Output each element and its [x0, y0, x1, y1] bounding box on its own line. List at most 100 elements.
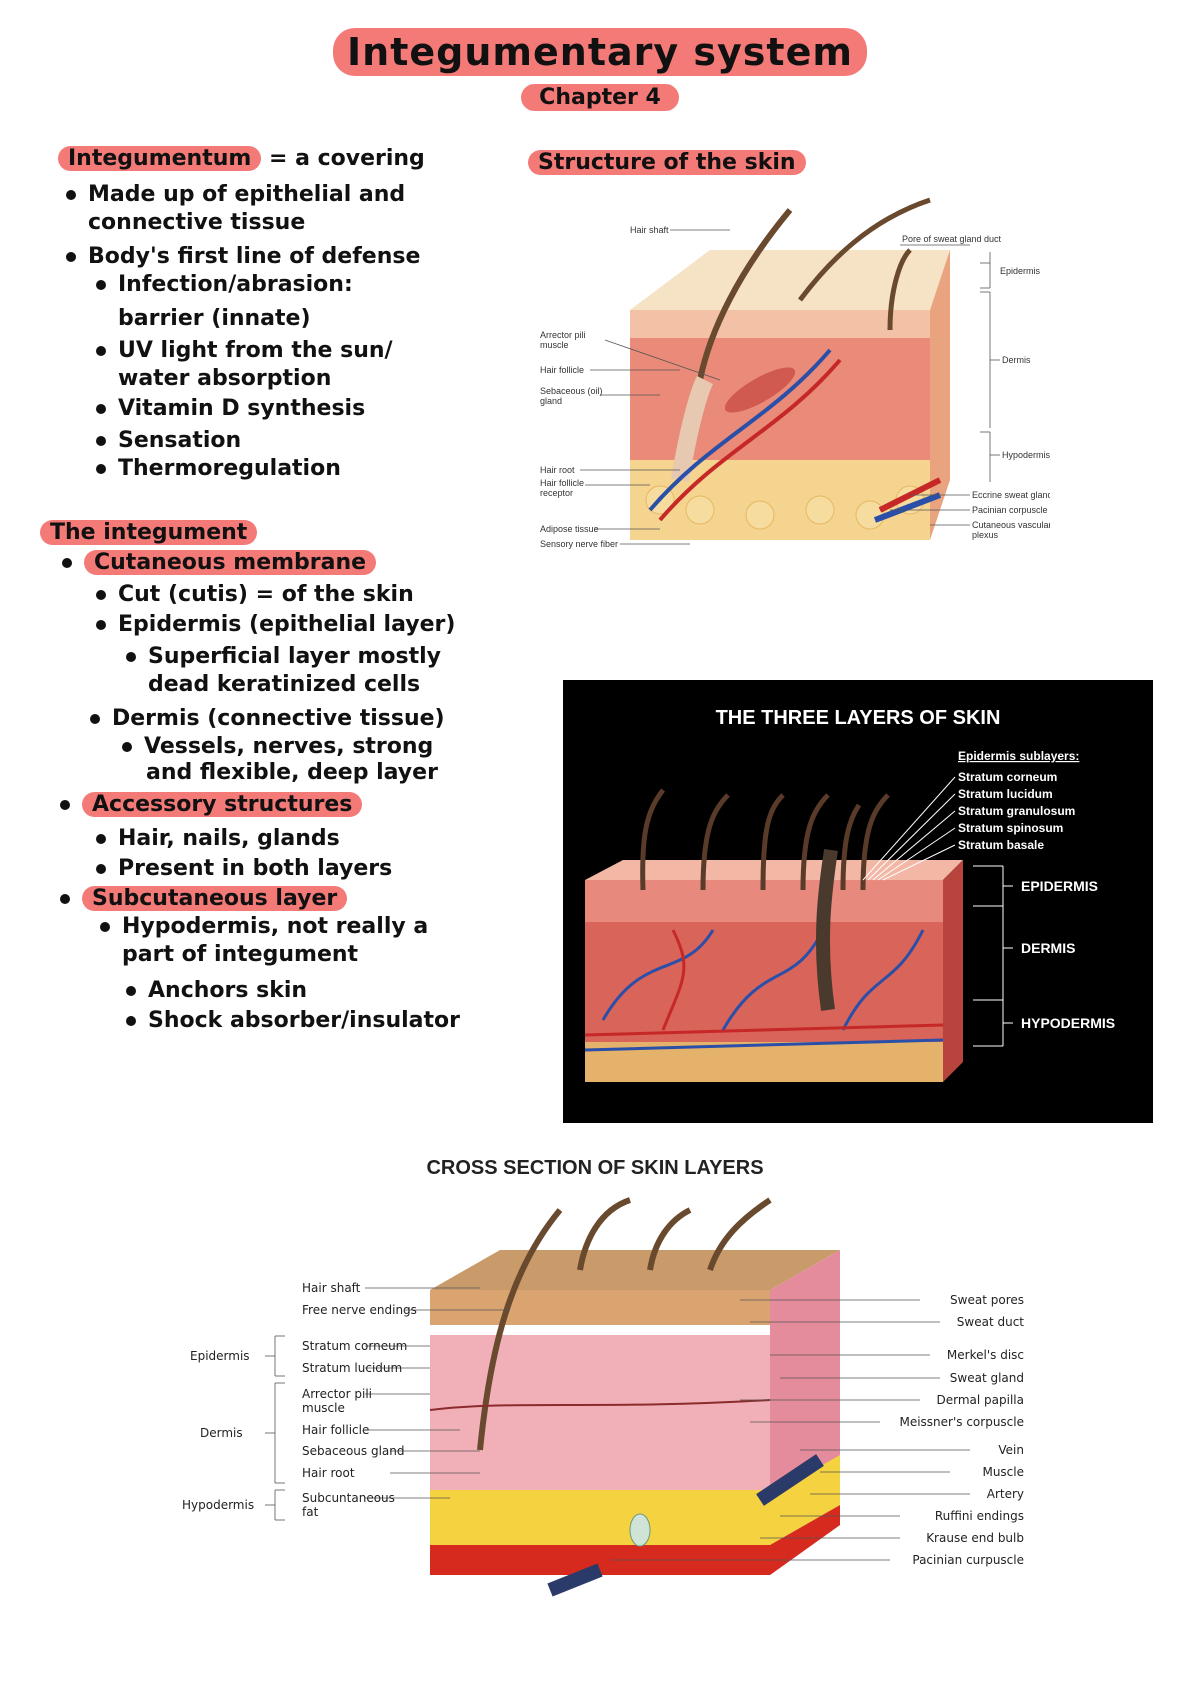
integumentum-definition: Integumentum = a covering	[58, 144, 425, 174]
fig2-sublayer: Stratum lucidum	[958, 787, 1053, 801]
note-text: Subcutaneous layer	[82, 886, 348, 911]
fig1-label: Hair root	[540, 465, 575, 475]
note-text: water absorption	[118, 366, 332, 391]
note-line: Dermis (connective tissue)	[90, 704, 445, 734]
note-line: Anchors skin	[126, 976, 307, 1006]
fig1-label: Arrector pili	[540, 330, 586, 340]
fig3-label: Vein	[998, 1443, 1024, 1457]
fig3-label: Dermal papilla	[937, 1393, 1024, 1407]
fig2-sub-heading: Epidermis sublayers:	[958, 749, 1079, 763]
note-text: Body's first line of defense	[88, 244, 421, 269]
fig3-label: Subcuntaneous	[302, 1491, 395, 1505]
note-line: Cutaneous membrane	[62, 548, 377, 578]
note-text: Cutaneous membrane	[84, 550, 377, 575]
fig3-label: Artery	[987, 1487, 1024, 1501]
fig1-label: plexus	[972, 530, 999, 540]
note-text: Present in both layers	[118, 856, 393, 881]
fig3-title: CROSS SECTION OF SKIN LAYERS	[426, 1157, 763, 1179]
note-line: Sensation	[96, 426, 241, 456]
fig1-label: Hair shaft	[630, 225, 669, 235]
note-line: Thermoregulation	[96, 454, 341, 484]
fig3-label: Hair root	[302, 1466, 355, 1480]
note-text: Anchors skin	[148, 978, 308, 1003]
fig3-group: Epidermis	[190, 1349, 250, 1363]
fig1-label: Dermis	[1002, 355, 1031, 365]
fig3-label: Stratum lucidum	[302, 1361, 402, 1375]
fig2-sublayer: Stratum basale	[958, 838, 1044, 852]
note-text: UV light from the sun/	[118, 338, 393, 363]
note-text: barrier (innate)	[118, 306, 311, 331]
note-text: Epidermis (epithelial layer)	[118, 612, 456, 637]
fig1-label: Sensory nerve fiber	[540, 539, 618, 549]
fig3-label: fat	[302, 1505, 319, 1519]
fig1-label: muscle	[540, 340, 569, 350]
three-layers-illustration: THE THREE LAYERS OF SKIN Epidermis subla…	[584, 707, 1115, 1082]
note-line: part of integument	[122, 940, 358, 970]
note-line: Cut (cutis) = of the skin	[96, 580, 414, 610]
fig3-label: Muscle	[982, 1465, 1024, 1479]
fig3-label: Sebaceous gland	[302, 1444, 405, 1458]
fig3-label: Meissner's corpuscle	[899, 1415, 1024, 1429]
fig3-label: Merkel's disc	[947, 1348, 1024, 1362]
note-text: Vessels, nerves, strong	[144, 734, 434, 759]
cross-section-illustration: CROSS SECTION OF SKIN LAYERS	[182, 1157, 1025, 1597]
figure-structure-of-skin: Hair shaft Arrector pili muscle Hair fol…	[530, 180, 1053, 590]
fig1-label: Hair follicle	[540, 478, 584, 488]
note-line: Present in both layers	[96, 854, 392, 884]
fig3-group: Hypodermis	[182, 1498, 254, 1512]
note-line: Made up of epithelial and	[66, 180, 405, 210]
page-title: Integumentary system	[0, 28, 1200, 76]
fig3-label: Sweat duct	[957, 1315, 1025, 1329]
note-text: part of integument	[122, 942, 359, 967]
note-line: Epidermis (epithelial layer)	[96, 610, 455, 640]
fig2-layer-label: HYPODERMIS	[1021, 1015, 1115, 1031]
integumentum-term: Integumentum	[58, 146, 262, 171]
page-subtitle: Chapter 4	[0, 84, 1200, 111]
note-line: Vitamin D synthesis	[96, 394, 365, 424]
fig3-label: Pacinian curpuscle	[912, 1553, 1024, 1567]
note-text: Hair, nails, glands	[118, 826, 340, 851]
note-line: UV light from the sun/	[96, 336, 393, 366]
fig3-label: Stratum corneum	[302, 1339, 407, 1353]
note-line: connective tissue	[88, 208, 305, 238]
fig3-label: Hair follicle	[302, 1423, 369, 1437]
note-text: Cut (cutis) = of the skin	[118, 582, 414, 607]
fig1-label: Sebaceous (oil)	[540, 386, 603, 396]
page-title-text: Integumentary system	[333, 28, 867, 76]
note-line: Infection/abrasion:	[96, 270, 353, 300]
note-line: Superficial layer mostly	[126, 642, 441, 672]
fig3-label: muscle	[302, 1401, 345, 1415]
fig3-label: Krause end bulb	[926, 1531, 1024, 1545]
fig1-label: Pore of sweat gland duct	[902, 234, 1002, 244]
fig2-title: THE THREE LAYERS OF SKIN	[716, 707, 1001, 729]
note-line: Accessory structures	[60, 790, 363, 820]
skin-structure-illustration: Hair shaft Arrector pili muscle Hair fol…	[540, 197, 1053, 549]
integument-heading: The integument	[40, 518, 258, 548]
note-line: Hypodermis, not really a	[100, 912, 428, 942]
fig1-label: Hair follicle	[540, 365, 584, 375]
fig1-label: Pacinian corpuscle	[972, 505, 1048, 515]
note-text: Made up of epithelial and	[88, 182, 406, 207]
fig3-label: Hair shaft	[302, 1281, 361, 1295]
figure-three-layers: THE THREE LAYERS OF SKIN Epidermis subla…	[563, 680, 1153, 1123]
note-line: Shock absorber/insulator	[126, 1006, 460, 1036]
fig1-label: receptor	[540, 488, 573, 498]
fig1-label: Adipose tissue	[540, 524, 599, 534]
fig3-label: Sweat pores	[950, 1293, 1024, 1307]
note-text: connective tissue	[88, 210, 306, 235]
fig1-label: Eccrine sweat gland	[972, 490, 1050, 500]
fig3-label: Arrector pili	[302, 1387, 372, 1401]
note-text: Superficial layer mostly	[148, 644, 441, 669]
fig2-sublayer: Stratum spinosum	[958, 821, 1063, 835]
note-text: dead keratinized cells	[148, 672, 421, 697]
note-line: barrier (innate)	[118, 304, 311, 334]
chapter-label: Chapter 4	[521, 84, 679, 111]
fig2-sublayer: Stratum corneum	[958, 770, 1057, 784]
fig1-label: Hypodermis	[1002, 450, 1050, 460]
fig3-group: Dermis	[200, 1426, 243, 1440]
integumentum-def-text: = a covering	[268, 146, 425, 171]
note-line: water absorption	[118, 364, 331, 394]
note-text: Infection/abrasion:	[118, 272, 353, 297]
note-text: Shock absorber/insulator	[148, 1008, 460, 1033]
heading-text: The integument	[40, 520, 258, 545]
